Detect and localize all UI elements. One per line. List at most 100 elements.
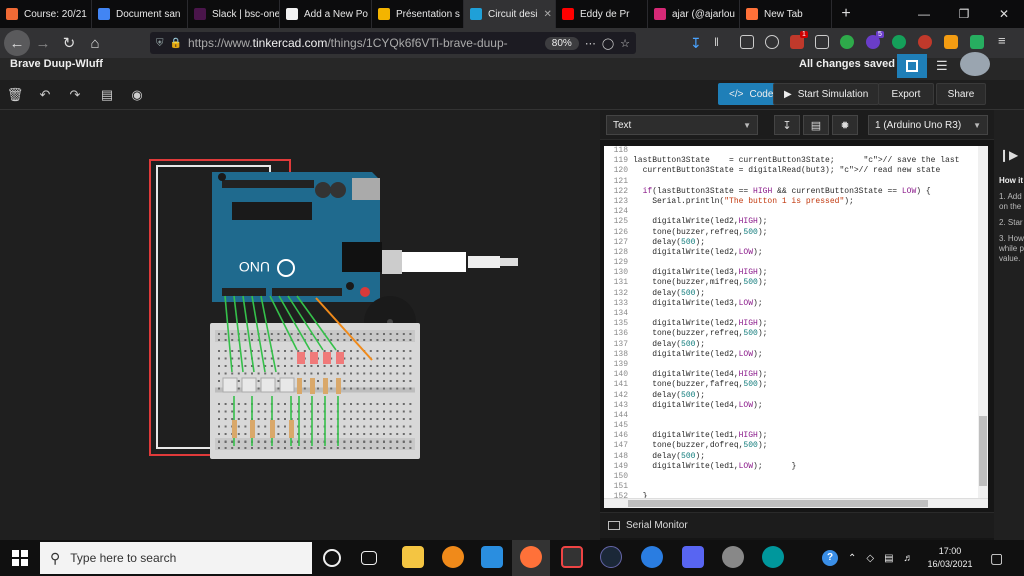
reload-button[interactable]: ↻ — [56, 30, 82, 56]
network-icon[interactable]: ▤ — [884, 552, 894, 564]
push-button-3[interactable] — [260, 377, 276, 393]
extension-purple-icon[interactable] — [866, 35, 880, 49]
extension-red-icon[interactable] — [918, 35, 932, 49]
resistor[interactable] — [232, 420, 237, 438]
signal-wire[interactable] — [296, 295, 337, 351]
collapse-icon[interactable]: ❙▶ — [999, 148, 1019, 162]
circuit-view-button[interactable] — [897, 54, 927, 78]
vertical-scroll-thumb[interactable] — [979, 416, 987, 486]
resistor[interactable] — [270, 420, 275, 438]
start-button[interactable] — [0, 540, 40, 576]
browser-tab[interactable]: Eddy de Pr — [556, 0, 648, 28]
push-button-4[interactable] — [279, 377, 295, 393]
circuit-canvas[interactable]: UNO — [0, 110, 600, 540]
power-wire[interactable] — [149, 159, 291, 456]
clock[interactable]: 17:00 16/03/2021 — [920, 545, 980, 571]
led-4[interactable] — [336, 352, 344, 364]
signal-wire[interactable] — [224, 295, 233, 373]
trash-icon[interactable]: 🗑 — [6, 87, 24, 102]
discord-icon[interactable] — [682, 546, 704, 568]
home-button[interactable]: ⌂ — [82, 30, 108, 56]
grammarly-icon[interactable] — [892, 35, 906, 49]
restore-window-button[interactable]: ❐ — [958, 7, 970, 21]
app-gray-icon[interactable] — [722, 546, 744, 568]
resistor[interactable] — [250, 420, 255, 438]
signal-wire[interactable] — [251, 295, 266, 373]
led-3[interactable] — [323, 352, 331, 364]
minimize-window-button[interactable]: — — [918, 7, 930, 21]
avatar[interactable] — [960, 52, 990, 76]
download-code-button[interactable]: ↧ — [774, 115, 800, 135]
steam-icon[interactable] — [600, 546, 622, 568]
signal-wire[interactable] — [242, 295, 255, 373]
resistor[interactable] — [336, 378, 341, 394]
shield-check-icon[interactable] — [970, 35, 984, 49]
libraries-button[interactable]: ▤ — [803, 115, 829, 135]
notification-icon[interactable]: ▢ — [990, 549, 1004, 566]
start-simulation-button[interactable]: ▶Start Simulation — [773, 83, 880, 105]
file-explorer-icon[interactable] — [402, 546, 424, 568]
cortana-icon[interactable] — [323, 549, 341, 567]
arduino-uno-board[interactable]: UNO — [212, 172, 382, 302]
browser-tab[interactable]: Slack | bsc-one — [188, 0, 280, 28]
extension-orange-icon[interactable] — [944, 35, 958, 49]
bookmark-star-icon[interactable]: ☆ — [620, 37, 630, 50]
signal-wire[interactable] — [278, 295, 311, 351]
pocket-icon[interactable]: ◯ — [601, 37, 615, 50]
undo-icon[interactable]: ↶ — [39, 87, 51, 102]
task-view-icon[interactable] — [361, 551, 377, 565]
zoom-level[interactable]: 80% — [544, 36, 579, 50]
reader-icon[interactable] — [815, 35, 829, 49]
led-2[interactable] — [310, 352, 318, 364]
resistor[interactable] — [289, 420, 294, 438]
buzzer-wire[interactable] — [315, 297, 373, 361]
taskbar-search[interactable]: ⚲ Type here to search — [40, 542, 312, 574]
push-button-1[interactable] — [222, 377, 238, 393]
sublime-icon[interactable] — [561, 546, 583, 568]
close-window-button[interactable]: ✕ — [998, 7, 1010, 21]
app-blue-icon[interactable] — [641, 546, 663, 568]
volume-icon[interactable]: ♬ — [903, 552, 914, 564]
library-icon[interactable]: ‖ — [714, 35, 719, 49]
extension-badge-icon[interactable] — [790, 35, 804, 49]
browser-tab[interactable]: Course: 20/21 — [0, 0, 92, 28]
eye-icon[interactable]: ◉ — [131, 87, 143, 102]
export-button[interactable]: Export — [878, 83, 934, 105]
debugger-button[interactable]: ✹ — [832, 115, 858, 135]
download-icon[interactable]: ↧ — [690, 35, 702, 51]
browser-tab[interactable]: Document san — [92, 0, 188, 28]
sidebar-icon[interactable] — [740, 35, 754, 49]
help-icon[interactable]: ? — [822, 550, 838, 566]
code-button[interactable]: </>Code — [718, 83, 785, 105]
firefox-icon[interactable] — [520, 546, 542, 568]
signal-wire[interactable] — [233, 295, 244, 373]
horizontal-scrollbar[interactable] — [604, 498, 988, 508]
code-text[interactable]: lastButton3State = currentButton3State; … — [633, 146, 978, 498]
vertical-scrollbar[interactable] — [978, 146, 988, 498]
ground-wire[interactable] — [156, 165, 271, 449]
arduino-ide-icon[interactable] — [762, 546, 784, 568]
horizontal-scroll-thumb[interactable] — [628, 500, 928, 507]
more-actions-icon[interactable]: ⋯ — [584, 37, 596, 50]
browser-tab[interactable]: Circuit desi✕ — [464, 0, 556, 28]
signal-wire[interactable] — [287, 295, 324, 351]
led-1[interactable] — [297, 352, 305, 364]
document-name[interactable]: Brave Duup-Wluff — [10, 58, 103, 70]
blender-icon[interactable] — [442, 546, 464, 568]
browser-tab[interactable]: Présentation s — [372, 0, 464, 28]
vscode-icon[interactable] — [481, 546, 503, 568]
menu-icon[interactable]: ≡ — [998, 33, 1006, 48]
back-button[interactable]: ← — [4, 30, 30, 56]
dropbox-icon[interactable]: ◇ — [866, 552, 875, 564]
redo-icon[interactable]: ↷ — [69, 87, 81, 102]
url-bar[interactable]: ⛨ 🔒 https://www.tinkercad.com/things/1CY… — [150, 32, 636, 54]
resistors[interactable] — [232, 378, 341, 438]
close-tab-icon[interactable]: ✕ — [543, 8, 552, 20]
resistor[interactable] — [323, 378, 328, 394]
account-icon[interactable] — [765, 35, 779, 49]
led-row[interactable] — [297, 352, 344, 364]
signal-wire[interactable] — [260, 295, 277, 373]
circuit-drawing[interactable]: UNO — [0, 110, 600, 540]
new-tab-button[interactable]: + — [841, 5, 851, 22]
